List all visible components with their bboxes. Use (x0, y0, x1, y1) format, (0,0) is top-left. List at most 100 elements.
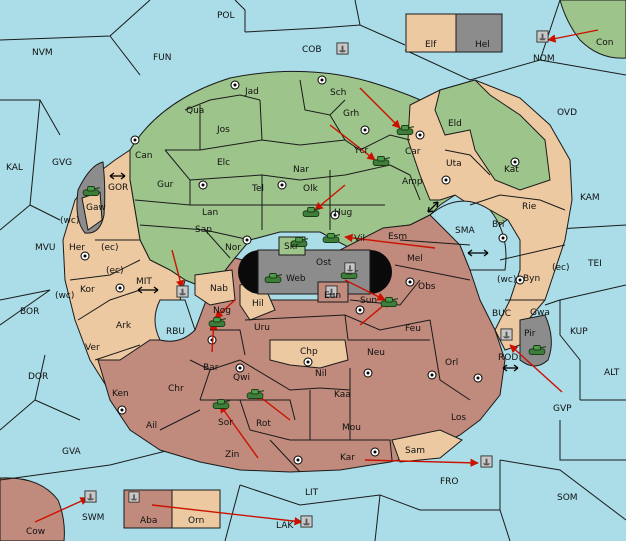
province-label-wc: (wc) (497, 275, 516, 285)
province-label-rbu: RBU (166, 327, 185, 337)
province-label-rod: ROD (498, 353, 518, 363)
province-label-los: Los (451, 413, 466, 423)
province-label-grh: Grh (343, 109, 359, 119)
province-label-gva: GVA (62, 447, 82, 457)
province-label-nar: Nar (293, 165, 309, 175)
province-label-ycr: Ycr (353, 146, 368, 156)
province-label-vil: Vil (354, 234, 365, 244)
province-label-sch: Sch (330, 88, 346, 98)
province-label-gwa: Gwa (530, 308, 550, 318)
province-label-ark: Ark (116, 321, 132, 331)
region-con[interactable] (559, 0, 626, 59)
region-orn[interactable] (171, 489, 221, 529)
passage-markers (109, 172, 519, 372)
sea-mit (154, 299, 196, 342)
province-label-hel: Hel (475, 40, 490, 50)
province-label-byn: Byn (523, 274, 540, 284)
province-label-chp: Chp (300, 347, 318, 357)
region-eld-kat[interactable] (434, 79, 551, 191)
province-label-aba: Aba (140, 516, 157, 526)
tan-labels: Elf Gaw Her Kor Ark Ver Nab Hil Chp Uta … (69, 40, 550, 526)
province-label-gur: Gur (157, 180, 174, 190)
province-label-pol: POL (217, 11, 235, 21)
province-label-bar: Bar (203, 363, 219, 373)
province-label-lan: Lan (202, 208, 218, 218)
province-label-kat: Kat (504, 165, 519, 175)
province-label-feu: Feu (405, 324, 421, 334)
region-elf[interactable] (405, 13, 457, 53)
province-label-kam: KAM (580, 193, 600, 203)
province-label-esm: Esm (388, 232, 407, 242)
province-label-obs: Obs (418, 282, 436, 292)
province-label-mou: Mou (342, 423, 361, 433)
province-label-car: Car (405, 147, 421, 157)
province-label-ken: Ken (112, 389, 129, 399)
province-label-elc: Elc (217, 158, 230, 168)
province-label-kal: KAL (6, 163, 23, 173)
province-label-gvg: GVG (52, 158, 72, 168)
province-label-mvu: MVU (35, 243, 56, 253)
province-label-rie: Rie (522, 202, 537, 212)
province-label-lak: LAK (276, 521, 294, 531)
province-label-nog: Nog (213, 306, 231, 316)
province-label-uta: Uta (446, 159, 462, 169)
province-label-zin: Zin (225, 450, 239, 460)
region-hel[interactable] (455, 13, 503, 53)
province-label-bor: BOR (20, 307, 39, 317)
province-label-ec: (ec) (106, 266, 124, 276)
province-label-alt: ALT (604, 368, 620, 378)
region-sam[interactable] (391, 429, 463, 463)
province-label-sor: Sor (218, 418, 233, 428)
coast-tags: (wc) (ec) (ec) (wc) (wc) (ec) (55, 216, 570, 301)
region-chp[interactable] (269, 339, 349, 369)
province-label-qua: Qua (186, 106, 204, 116)
province-label-swm: SWM (82, 513, 104, 523)
province-label-pir: Pir (524, 329, 536, 339)
province-label-wc: (wc) (55, 291, 74, 301)
province-label-ovd: OVD (557, 108, 577, 118)
province-label-uru: Uru (254, 323, 270, 333)
red-labels: Mel Obs Eun Sun Nog Uru Feu Neu Orl Bar … (112, 254, 466, 526)
province-label-can: Can (135, 151, 153, 161)
supply-centers (80, 75, 525, 465)
province-label-cob: COB (302, 45, 322, 55)
province-label-jad: Jad (244, 87, 259, 97)
province-label-fun: FUN (153, 53, 172, 63)
province-label-gvp: GVP (553, 404, 572, 414)
province-label-web: Web (286, 274, 306, 284)
province-label-tel: Tel (251, 184, 264, 194)
province-label-nor: Nor (225, 243, 241, 253)
province-label-eld: Eld (448, 119, 462, 129)
province-label-buc: BUC (492, 309, 511, 319)
gray-labels: Hel Skr Web Ost Pir (284, 40, 536, 339)
province-label-ost: Ost (316, 258, 332, 268)
province-label-tei: TEI (587, 259, 602, 269)
province-label-kaa: Kaa (334, 390, 351, 400)
province-label-orn: Orn (188, 516, 204, 526)
province-label-sma: SMA (455, 226, 475, 236)
province-label-dor: DOR (28, 372, 48, 382)
province-label-kor: Kor (80, 285, 95, 295)
province-label-con: Con (596, 38, 614, 48)
province-borders (69, 79, 566, 473)
province-label-gor: GOR (108, 183, 128, 193)
province-label-ver: Ver (85, 343, 100, 353)
province-label-hug: Hug (334, 208, 352, 218)
province-label-rot: Rot (256, 419, 271, 429)
province-label-hil: Hil (252, 299, 264, 309)
province-label-nvm: NVM (32, 48, 53, 58)
province-label-olk: Olk (303, 184, 319, 194)
region-cow[interactable] (0, 477, 65, 541)
province-label-sap: Sap (195, 225, 212, 235)
province-label-qwi: Qwi (233, 373, 250, 383)
province-label-mel: Mel (407, 254, 423, 264)
province-label-kar: Kar (340, 453, 355, 463)
province-label-kup: KUP (570, 327, 588, 337)
province-label-elf: Elf (425, 40, 437, 50)
province-label-sam: Sam (405, 446, 425, 456)
region-nab[interactable] (194, 269, 236, 306)
province-label-skr: Skr (284, 242, 299, 252)
province-label-cow: Cow (26, 527, 45, 537)
